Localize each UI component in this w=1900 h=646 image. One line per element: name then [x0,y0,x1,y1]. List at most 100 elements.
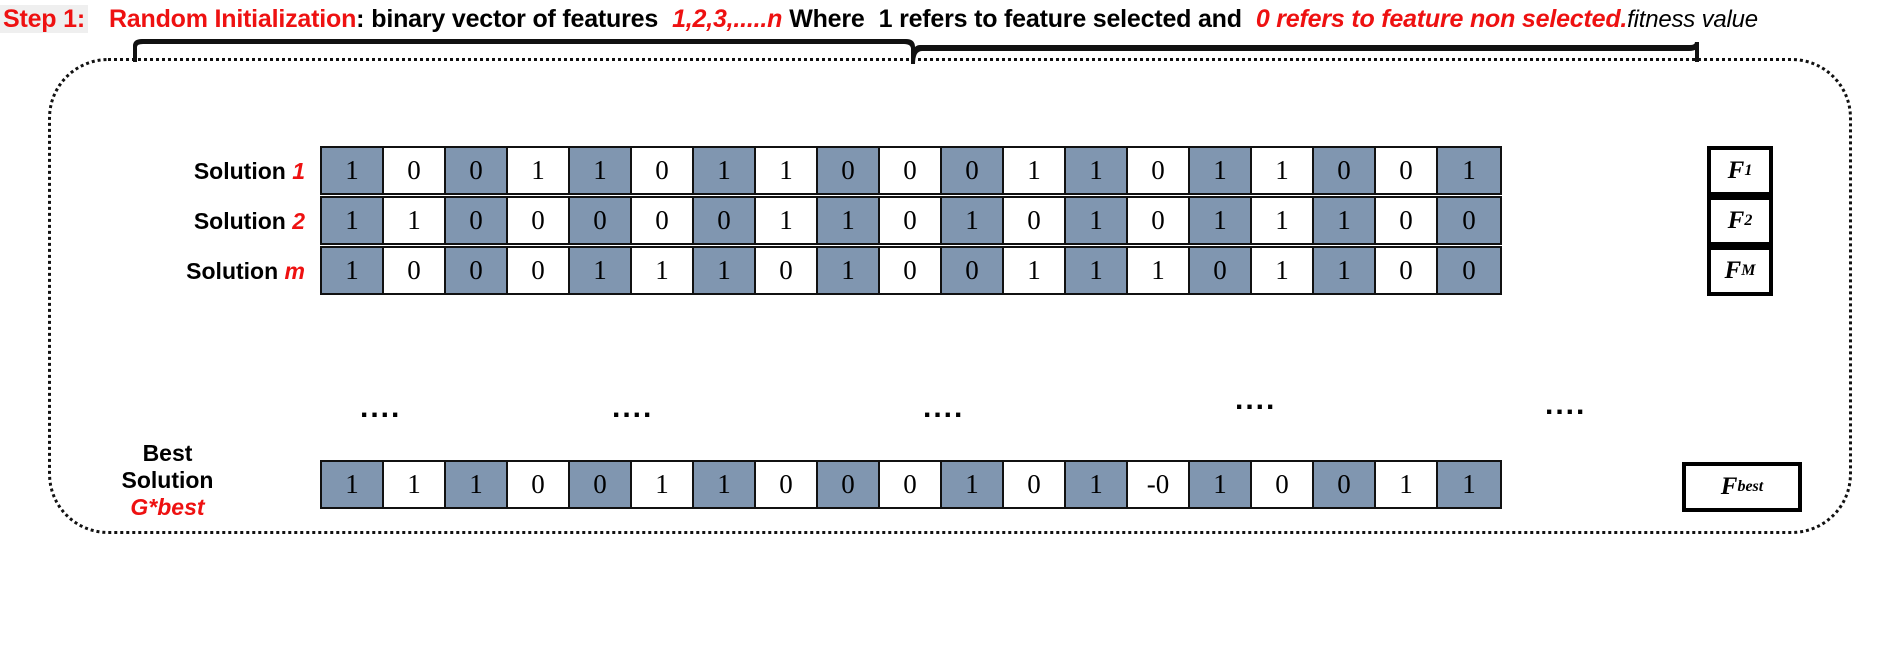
bit-cell[interactable]: 0 [1004,462,1066,507]
bit-cell[interactable]: 0 [384,248,446,293]
bit-cell[interactable]: 1 [818,198,880,243]
bit-cell[interactable]: 0 [1004,198,1066,243]
bit-cell[interactable]: 1 [818,248,880,293]
bit-cell[interactable]: 1 [694,462,756,507]
bit-cell[interactable]: 0 [508,198,570,243]
bit-cell[interactable]: 0 [508,248,570,293]
bit-cell[interactable]: 1 [1252,198,1314,243]
bit-cell[interactable]: 0 [694,198,756,243]
bit-cell[interactable]: 1 [446,462,508,507]
curly-brace [132,38,1700,65]
fitness-symbol: F [1727,157,1745,184]
bit-cell[interactable]: 1 [1128,248,1190,293]
bit-cell[interactable]: 0 [880,248,942,293]
bit-cell[interactable]: 1 [1066,462,1128,507]
ellipsis-dots: .... [923,391,965,424]
bit-cell[interactable]: 1 [1066,198,1128,243]
bit-cell[interactable]: 0 [942,248,1004,293]
bit-cell[interactable]: 1 [322,462,384,507]
bit-cell[interactable]: 1 [384,198,446,243]
bit-cell[interactable]: 1 [694,148,756,193]
solution-label-prefix: Solution [193,158,293,184]
header-text: Step 1:Random Initialization:binary vect… [0,2,1900,36]
bit-cell[interactable]: -0 [1128,462,1190,507]
bit-cell[interactable]: 1 [694,248,756,293]
bit-cell[interactable]: 0 [756,248,818,293]
bit-cell[interactable]: 0 [818,462,880,507]
bit-cell[interactable]: 0 [446,148,508,193]
header-fitness-value: fitness value [1627,6,1758,33]
bit-cell[interactable]: 0 [1314,148,1376,193]
bit-cell[interactable]: 1 [1066,148,1128,193]
bit-cell[interactable]: 0 [880,148,942,193]
bit-cell[interactable]: 0 [1438,198,1500,243]
bit-cell[interactable]: 1 [1314,198,1376,243]
bit-cell[interactable]: 1 [1190,198,1252,243]
bit-cell[interactable]: 0 [1438,248,1500,293]
bit-cell[interactable]: 0 [632,198,694,243]
fitness-subscript: M [1741,262,1756,279]
ellipsis-dots: .... [360,391,402,424]
solution-label-prefix: Solution [193,208,293,234]
header-colon: : [356,5,365,33]
bit-cell[interactable]: 1 [1376,462,1438,507]
bit-cell[interactable]: 0 [446,198,508,243]
bit-cell[interactable]: 0 [1128,198,1190,243]
bit-cell[interactable]: 0 [1376,248,1438,293]
bit-cell[interactable]: 1 [508,148,570,193]
bit-cell[interactable]: 1 [1438,148,1500,193]
bit-cell[interactable]: 1 [1190,148,1252,193]
bit-cell[interactable]: 1 [1252,248,1314,293]
bit-cell[interactable]: 0 [1190,248,1252,293]
fitness-subscript: 1 [1744,162,1753,179]
bit-cell[interactable]: 0 [1376,198,1438,243]
bit-cell[interactable]: 1 [322,198,384,243]
solution-label-index: m [284,258,305,284]
bit-cell[interactable]: 0 [942,148,1004,193]
bit-cell[interactable]: 1 [632,248,694,293]
bit-cell[interactable]: 1 [570,248,632,293]
bit-cell[interactable]: 0 [818,148,880,193]
bit-cell[interactable]: 0 [1252,462,1314,507]
bit-cell[interactable]: 0 [632,148,694,193]
bit-cell[interactable]: 1 [942,198,1004,243]
bit-cell[interactable]: 0 [508,462,570,507]
solution-label-index: 1 [292,158,305,184]
bit-cell[interactable]: 1 [1438,462,1500,507]
header-feature-range: 1,2,3,.....n [672,5,783,33]
bit-cell[interactable]: 0 [1314,462,1376,507]
bit-cell[interactable]: 1 [1004,148,1066,193]
bit-cell[interactable]: 0 [570,198,632,243]
bit-cell[interactable]: 1 [1066,248,1128,293]
bit-cell[interactable]: 0 [1128,148,1190,193]
bit-cell[interactable]: 0 [384,148,446,193]
bit-cell[interactable]: 1 [1314,248,1376,293]
bit-cell[interactable]: 1 [384,462,446,507]
bit-cell[interactable]: 1 [1190,462,1252,507]
ellipsis-dots: .... [612,391,654,424]
bit-cell[interactable]: 1 [632,462,694,507]
bit-cell[interactable]: 1 [570,148,632,193]
bit-cell[interactable]: 1 [942,462,1004,507]
bit-cell[interactable]: 0 [1376,148,1438,193]
bit-cell[interactable]: 1 [1004,248,1066,293]
bit-cell[interactable]: 1 [322,248,384,293]
fitness-subscript: 2 [1744,212,1753,229]
bit-cell[interactable]: 0 [880,462,942,507]
bit-cell[interactable]: 0 [570,462,632,507]
bit-cell[interactable]: 1 [322,148,384,193]
bit-cell[interactable]: 1 [756,148,818,193]
bit-cell[interactable]: 1 [756,198,818,243]
best-label-gbest: G*best [130,494,205,520]
bit-cell[interactable]: 0 [446,248,508,293]
fitness-symbol: F [1727,207,1745,234]
bit-cell[interactable]: 0 [756,462,818,507]
bit-cell[interactable]: 0 [880,198,942,243]
bit-cell[interactable]: 1 [1252,148,1314,193]
